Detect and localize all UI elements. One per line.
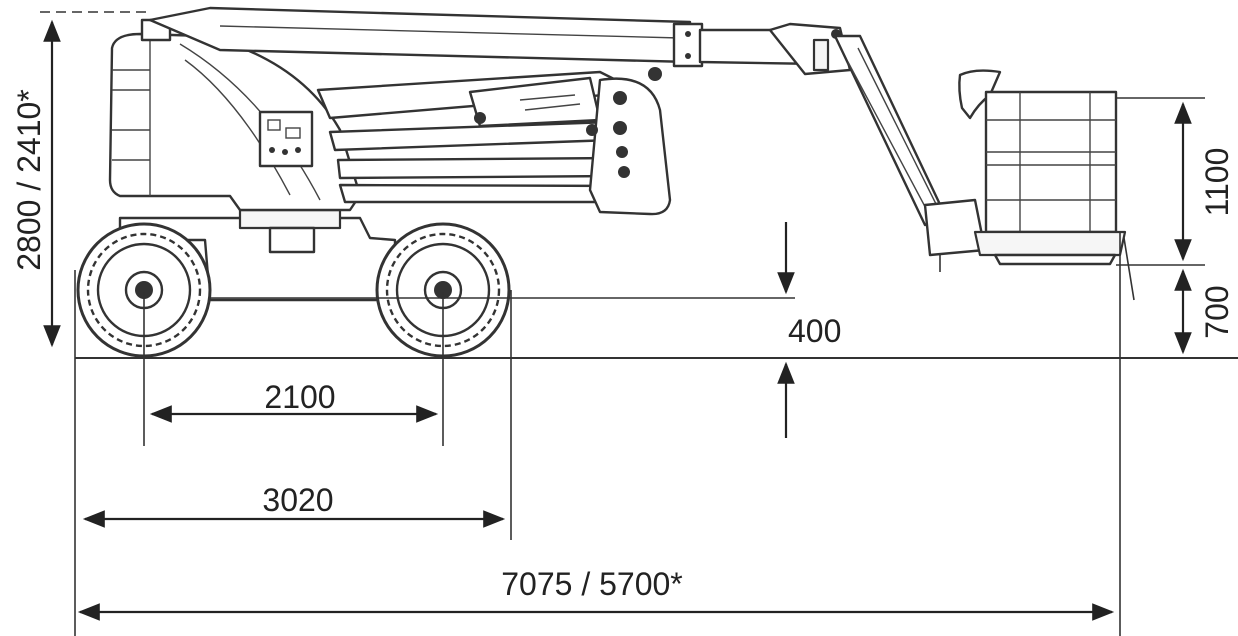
- dimension-basket-floor-height: 700: [1174, 268, 1235, 355]
- platform-basket: [958, 69, 1135, 301]
- label-overall-length: 7075 / 5700*: [501, 566, 683, 602]
- chassis-box: [268, 226, 316, 254]
- dimension-chassis-length: 3020: [82, 482, 506, 528]
- upper-boom: [148, 6, 852, 76]
- label-height-total: 2800 / 2410*: [11, 89, 47, 271]
- dimension-basket-height: 1100: [1174, 101, 1235, 262]
- dimension-ground-clearance: 400: [777, 222, 841, 438]
- label-wheelbase: 2100: [264, 379, 335, 415]
- label-chassis-length: 3020: [262, 482, 333, 518]
- label-ground-clearance: 400: [788, 313, 841, 349]
- dimension-overall-length: 7075 / 5700*: [77, 566, 1115, 621]
- lower-boom: [316, 67, 672, 216]
- extension-lines: [40, 11, 1205, 636]
- label-basket-height: 1100: [1199, 148, 1235, 217]
- machine-drawing: [75, 6, 1238, 359]
- label-basket-floor-height: 700: [1199, 285, 1235, 338]
- front-wheel: [76, 222, 212, 358]
- rear-wheel: [375, 222, 511, 358]
- jib: [833, 34, 987, 272]
- riser-knuckle: [588, 77, 672, 216]
- chassis-step: [238, 208, 342, 230]
- dimension-wheelbase: 2100: [149, 379, 439, 423]
- turret-body: [108, 32, 362, 212]
- dimension-height-total: 2800 / 2410*: [11, 19, 61, 348]
